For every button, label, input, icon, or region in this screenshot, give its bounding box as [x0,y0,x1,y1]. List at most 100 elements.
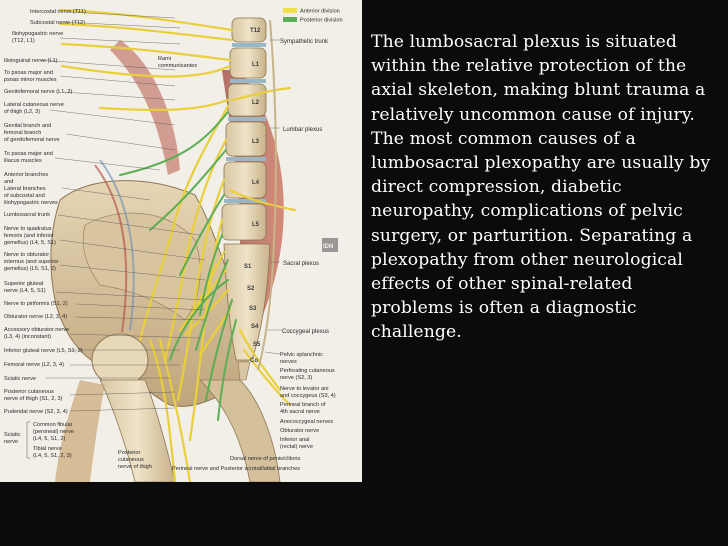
left-labels: Intercostal nerve (T11) Subcostal nerve … [4,9,86,415]
label-co: Co [250,358,258,364]
label-perineal-branch-1: Perineal branch of [280,402,326,408]
label-psoas-iliacus-1: To psoas major and [4,151,53,157]
label-obturator-nerve-right: Obturator nerve [280,428,319,434]
label-anococcygeal-nerves: Anococcygeal nerves [280,419,333,425]
anatomy-diagram: Anterior division Posterior division [0,0,362,482]
label-communicantes: communicantes [158,63,197,69]
label-coccygeal-plexus: Coccygeal plexus [282,329,329,335]
label-pelvic-splanchnic-1: Pelvic splanchnic [280,352,323,358]
label-genital-branch-2: femoral branch [4,130,41,136]
idn-watermark: IDN [322,238,338,252]
label-sciatic-group-title-1: Sciatic [4,432,21,438]
label-inferior-anal-2: (rectal) nerve [280,444,313,450]
anterior-division-nerves [58,8,297,482]
label-t12: T12 [250,28,261,34]
label-obturator-internus-1: Nerve to obturator [4,252,49,258]
label-sympathetic-trunk: Sympathetic trunk [280,39,329,45]
label-genitofemoral-nerve: Genitofemoral nerve (L1, 2) [4,89,73,95]
legend-posterior: Posterior division [300,18,343,24]
label-inferior-anal-1: Inferior anal [280,437,310,443]
label-dorsal-nerve: Dorsal nerve of penis/clitoris [230,456,300,462]
label-psoas-major-minor-1: To psoas major and [4,70,53,76]
label-s2: S2 [247,286,255,292]
label-levator-ani-2: and coccygeus (S3, 4) [280,393,336,399]
label-obturator-internus-2: internus (and superior [4,259,59,265]
legend-swatch-posterior [283,17,297,22]
label-common-fibular-1: Common fibular [33,422,73,428]
label-subcostal-nerve: Subcostal nerve (T12) [30,20,85,26]
label-inferior-gluteal: Inferior gluteal nerve (L5, S1, 2) [4,348,83,354]
label-l4: L4 [252,180,260,186]
label-iliohypogastric-roots: (T12, L1) [12,38,35,44]
label-perineal-nerve: Perineal nerve and Posterior scrotal/lab… [172,466,300,472]
label-psoas-iliacus-2: iliacus muscles [4,158,42,164]
label-superior-gluteal-1: Superior gluteal [4,281,43,287]
label-lateral-cutaneous-2: of thigh (L2, 3) [4,109,40,115]
legend-swatch-anterior [283,8,297,13]
bottom-labels: Posterior cutaneous nerve of thigh Perin… [118,450,300,472]
label-perforating-cutaneous-1: Perforating cutaneous [280,368,335,374]
label-tibial-nerve: Tibial nerve [33,446,62,452]
label-lateral-branches: Lateral branches [4,186,46,192]
label-pudendal-nerve: Pudendal nerve (S2, 3, 4) [4,409,68,415]
label-accessory-obturator-2: (L3, 4) (inconstant) [4,334,51,340]
label-posterior-cutaneous-2: nerve of thigh (S1, 2, 3) [4,396,63,402]
label-s3: S3 [249,306,257,312]
slide-body-text: The lumbosacral plexus is situated withi… [371,32,711,343]
label-s5: S5 [253,342,261,348]
label-lumbosacral-trunk: Lumbosacral trunk [4,212,50,218]
vertebral-column [221,17,271,381]
right-labels: Sympathetic trunk Lumbar plexus Sacral p… [230,39,336,462]
label-sciatic-nerve: Sciatic nerve [4,376,36,382]
label-common-fibular-2: (peroneal) nerve [33,429,74,435]
label-psoas-major-minor-2: psoas minor muscles [4,77,57,83]
label-bottom-nerve-of-thigh: nerve of thigh [118,464,152,470]
label-iliohypogastric-nerve: Iliohypogastric nerve [12,31,63,37]
svg-text:IDN: IDN [323,244,333,250]
legend-anterior: Anterior division [300,9,340,15]
label-quadratus-femoris-1: Nerve to quadratus [4,226,52,232]
label-ilioinguinal-nerve: Ilioinguinal nerve (L1) [4,58,58,64]
label-lateral-cutaneous-1: Lateral cutaneous nerve [4,102,64,108]
label-piriformis-nerve: Nerve to piriformis (S1, 2) [4,301,68,307]
label-perineal-branch-2: 4th sacral nerve [280,409,320,415]
label-l5: L5 [252,222,260,228]
label-s4: S4 [251,324,259,330]
label-rami: Rami [158,56,171,62]
posterior-division-nerves [119,111,237,421]
label-perforating-cutaneous-2: nerve (S2, 3) [280,375,312,381]
label-anterior-branches: Anterior branches [4,172,48,178]
label-sciatic-group-title-2: nerve [4,439,18,445]
label-bottom-cutaneous: cutaneous [118,457,144,463]
label-lumbar-plexus: Lumbar plexus [283,127,322,133]
label-common-fibular-3: (L4, 5, S1, 2) [33,436,65,442]
label-pelvic-splanchnic-2: nerves [280,359,297,365]
label-quadratus-femoris-3: gemellus) (L4, 5, S1) [4,240,56,246]
label-subcostal-iliohypogastric-2: iliohypogastric nerves [4,200,58,206]
label-genital-branch-1: Genital branch and [4,123,51,129]
label-accessory-obturator-1: Accessory obturator nerve [4,327,69,333]
vertebra-labels: T12 L1 L2 L3 L4 L5 S1 S2 S3 S4 S5 Co [244,28,261,364]
label-levator-ani-1: Nerve to levator ani [280,386,329,392]
label-genital-branch-3: of genitofemoral nerve [4,137,60,143]
label-l3: L3 [252,139,260,145]
label-femoral-nerve: Femoral nerve (L2, 3, 4) [4,362,64,368]
label-and: and [4,179,13,185]
label-l2: L2 [252,100,260,106]
label-tibial-nerve-roots: (L4, 5, S1, 2, 3) [33,453,72,459]
label-obturator-nerve: Obturator nerve (L2, 3, 4) [4,314,67,320]
label-intercostal-nerve: Intercostal nerve (T11) [30,9,86,15]
label-bottom-posterior: Posterior [118,450,141,456]
label-l1: L1 [252,62,260,68]
label-quadratus-femoris-2: femoris (and inferior [4,233,54,239]
sciatic-nerve-group: Sciatic nerve Common fibular (peroneal) … [4,421,74,459]
label-s1: S1 [244,264,252,270]
label-subcostal-iliohypogastric-1: of subcostal and [4,193,45,199]
label-superior-gluteal-2: nerve (L4, 5, S1) [4,288,46,294]
lumbosacral-plexus-illustration: Anterior division Posterior division [0,0,362,482]
label-sacral-plexus: Sacral plexus [283,261,319,267]
label-obturator-internus-3: gemellus) (L5, S1, 2) [4,266,56,272]
sympathetic-trunk [257,19,277,371]
label-posterior-cutaneous-1: Posterior cutaneous [4,389,54,395]
